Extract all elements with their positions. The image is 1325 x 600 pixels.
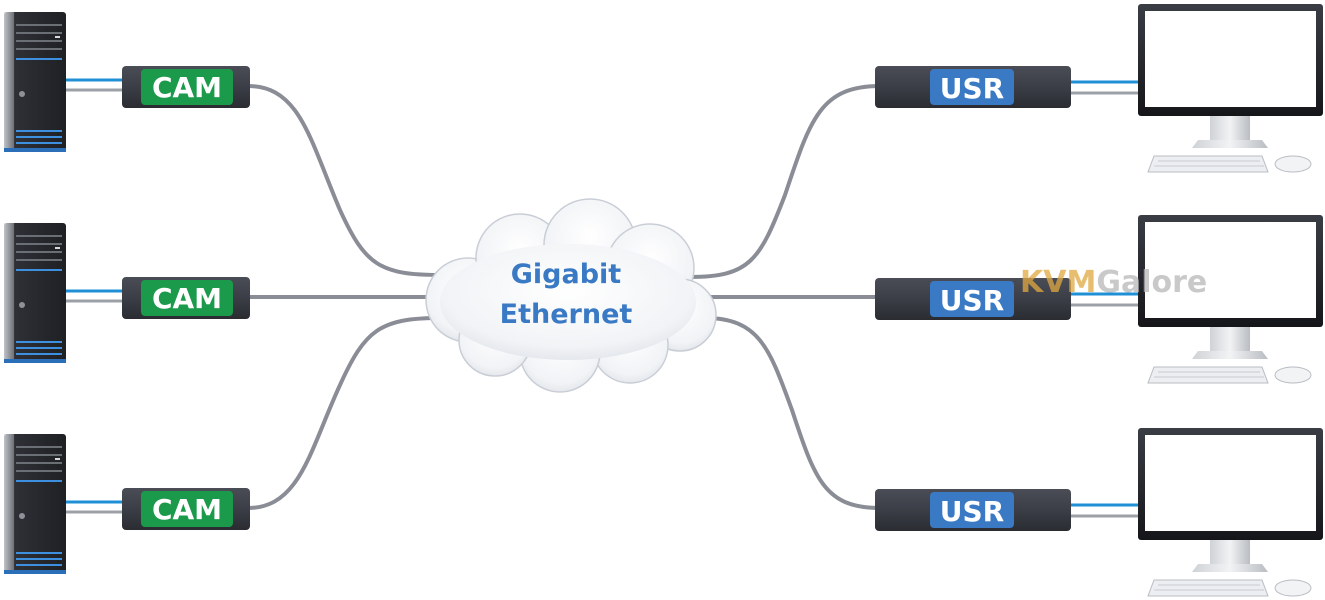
monitor-keyboard-mouse-icon <box>1137 427 1324 597</box>
cable-cam-1 <box>246 84 442 277</box>
cloud-icon: Gigabit Ethernet <box>425 198 717 393</box>
usr-module: USR <box>875 489 1071 531</box>
cam-label: CAM <box>152 71 222 104</box>
cam-badge <box>141 69 233 105</box>
cable-usr-3 <box>703 316 882 510</box>
cam-label: CAM <box>152 282 222 315</box>
usr-badge <box>930 492 1014 528</box>
cable-cam-3 <box>246 316 442 510</box>
watermark-galore: Galore <box>1096 265 1207 300</box>
usr-label: USR <box>940 72 1004 105</box>
cam-badge <box>141 280 233 316</box>
cam-module: CAM <box>122 488 250 530</box>
cable-usr-1 <box>688 84 882 279</box>
tower-pc-icon <box>4 12 66 152</box>
monitor-keyboard-mouse-icon <box>1137 3 1324 173</box>
usr-module: USR <box>875 66 1071 108</box>
network-label-line1: Gigabit <box>511 259 622 290</box>
tower-pc-icon <box>4 223 66 363</box>
cam-module: CAM <box>122 66 250 108</box>
cam-badge <box>141 491 233 527</box>
usr-label: USR <box>940 284 1004 317</box>
network-label-line2: Ethernet <box>500 299 633 330</box>
usr-module: USR <box>875 278 1071 320</box>
usr-label: USR <box>940 495 1004 528</box>
computer-group <box>4 12 126 574</box>
network-cables <box>246 84 882 510</box>
cam-label: CAM <box>152 493 222 526</box>
workstation-cables <box>1071 80 1140 518</box>
watermark-kvm: KVM <box>1020 265 1096 300</box>
tower-pc-icon <box>4 434 66 574</box>
usr-badge <box>930 69 1014 105</box>
cam-module: CAM <box>122 277 250 319</box>
watermark: KVMGalore <box>1020 265 1207 300</box>
usr-badge <box>930 281 1014 317</box>
